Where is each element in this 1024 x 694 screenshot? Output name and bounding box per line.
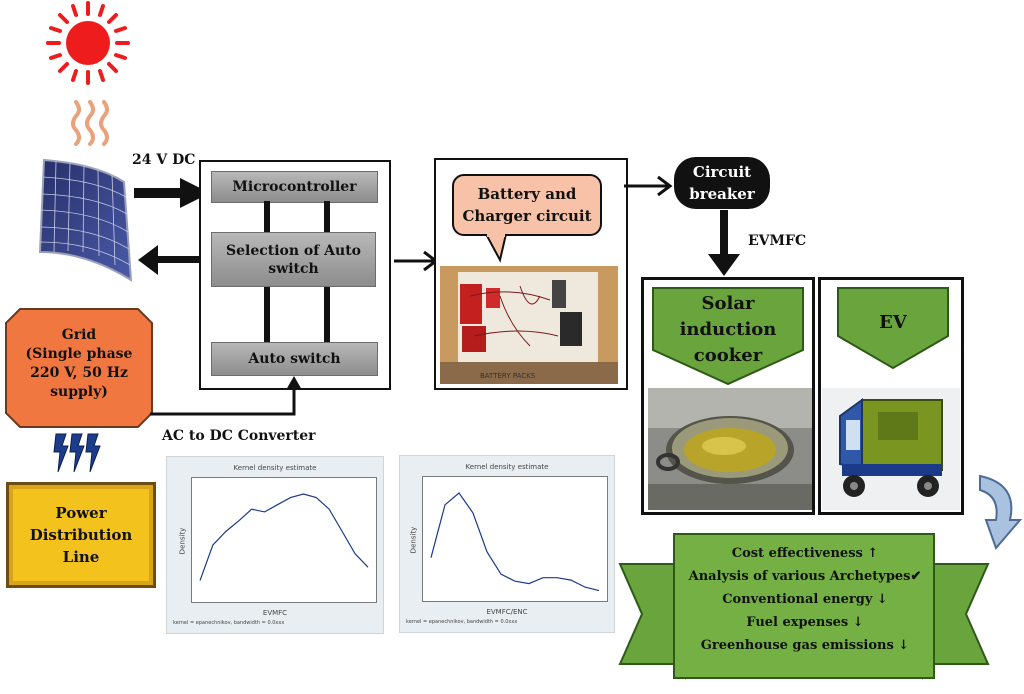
grid-label: Grid (Single phase 220 V, 50 Hz supply) [25,327,133,400]
benefit-item: Greenhouse gas emissions ↓ [700,638,910,653]
plot-xlabel: EVMFC/ENC [486,608,528,616]
battery-photo-caption: BATTERY PACKS [480,372,536,380]
ev-label-shape [837,287,949,370]
density-plot-2: Kernel density estimate Density EVMFC/EN… [399,455,615,633]
sun-icon [38,0,138,95]
circuit-breaker-label: Circuit breaker [689,163,755,203]
density-curve [430,492,600,592]
evmfc-label: EVMFC [748,233,807,249]
plot-note: kernel = epanechnikov, bandwidth = 0.0xx… [406,619,518,625]
auto-switch-block: Auto switch [211,342,378,376]
grid-to-autoswitch-line [150,376,302,416]
battery-to-breaker-arrow [624,175,673,197]
lightning-icon [53,433,101,473]
plot-1-line [199,493,369,581]
callout-tail [484,234,508,263]
induction-cooker-photo [648,388,812,510]
battery-charger-callout [452,174,602,236]
auto-switch-selection-block: Selection of Auto switch [211,232,376,287]
electric-vehicle-photo [822,388,960,510]
power-distribution-label: Power Distribution Line [29,504,133,566]
solar-panel-icon [36,152,136,284]
connector [324,287,330,342]
connector [324,201,330,232]
ev-label: EV [879,312,907,333]
benefit-item: Cost effectiveness ↑ [731,546,879,561]
dc-voltage-label: 24 V DC [132,152,196,168]
connector [264,201,270,232]
benefit-item: Fuel expenses ↓ [746,615,864,630]
panel-to-controller-arrow [134,178,210,208]
curved-arrow-icon [979,474,1022,550]
breaker-to-loads-arrow [708,210,740,276]
ac-dc-converter-label: AC to DC Converter [162,428,316,444]
solar-cooker-label: Solar induction cooker [679,293,777,366]
plot-title: Kernel density estimate [233,464,317,472]
plot-title: Kernel density estimate [465,463,549,471]
plot-note: kernel = epanechnikov, bandwidth = 0.0xx… [173,620,285,626]
benefits-list: Cost effectiveness ↑ Analysis of various… [680,542,930,657]
benefits-ribbon [618,533,990,680]
plot-ylabel: Density [409,526,418,554]
microcontroller-block: Microcontroller [211,171,378,203]
density-plot-1: Kernel density estimate Density EVMFC ke… [166,456,384,634]
power-distribution-block [6,482,156,588]
plot-xlabel: EVMFC [262,609,288,617]
controller-to-battery-arrow [394,250,439,272]
plot-2-line [430,492,600,592]
connector [264,287,270,342]
benefit-item: Analysis of various Archetypes✔ [688,569,922,584]
battery-charger-label: Battery and Charger circuit [462,185,592,225]
controller-to-panel-arrow [138,245,204,275]
heat-waves-icon [68,100,112,146]
battery-photo: BATTERY PACKS [440,266,618,384]
grid-block-shape [5,308,153,428]
circuit-breaker-block [674,157,770,209]
solar-cooker-label-shape [652,287,804,386]
benefit-item: Conventional energy ↓ [722,592,888,607]
density-curve [199,493,369,581]
plot-ylabel: Density [178,527,187,555]
